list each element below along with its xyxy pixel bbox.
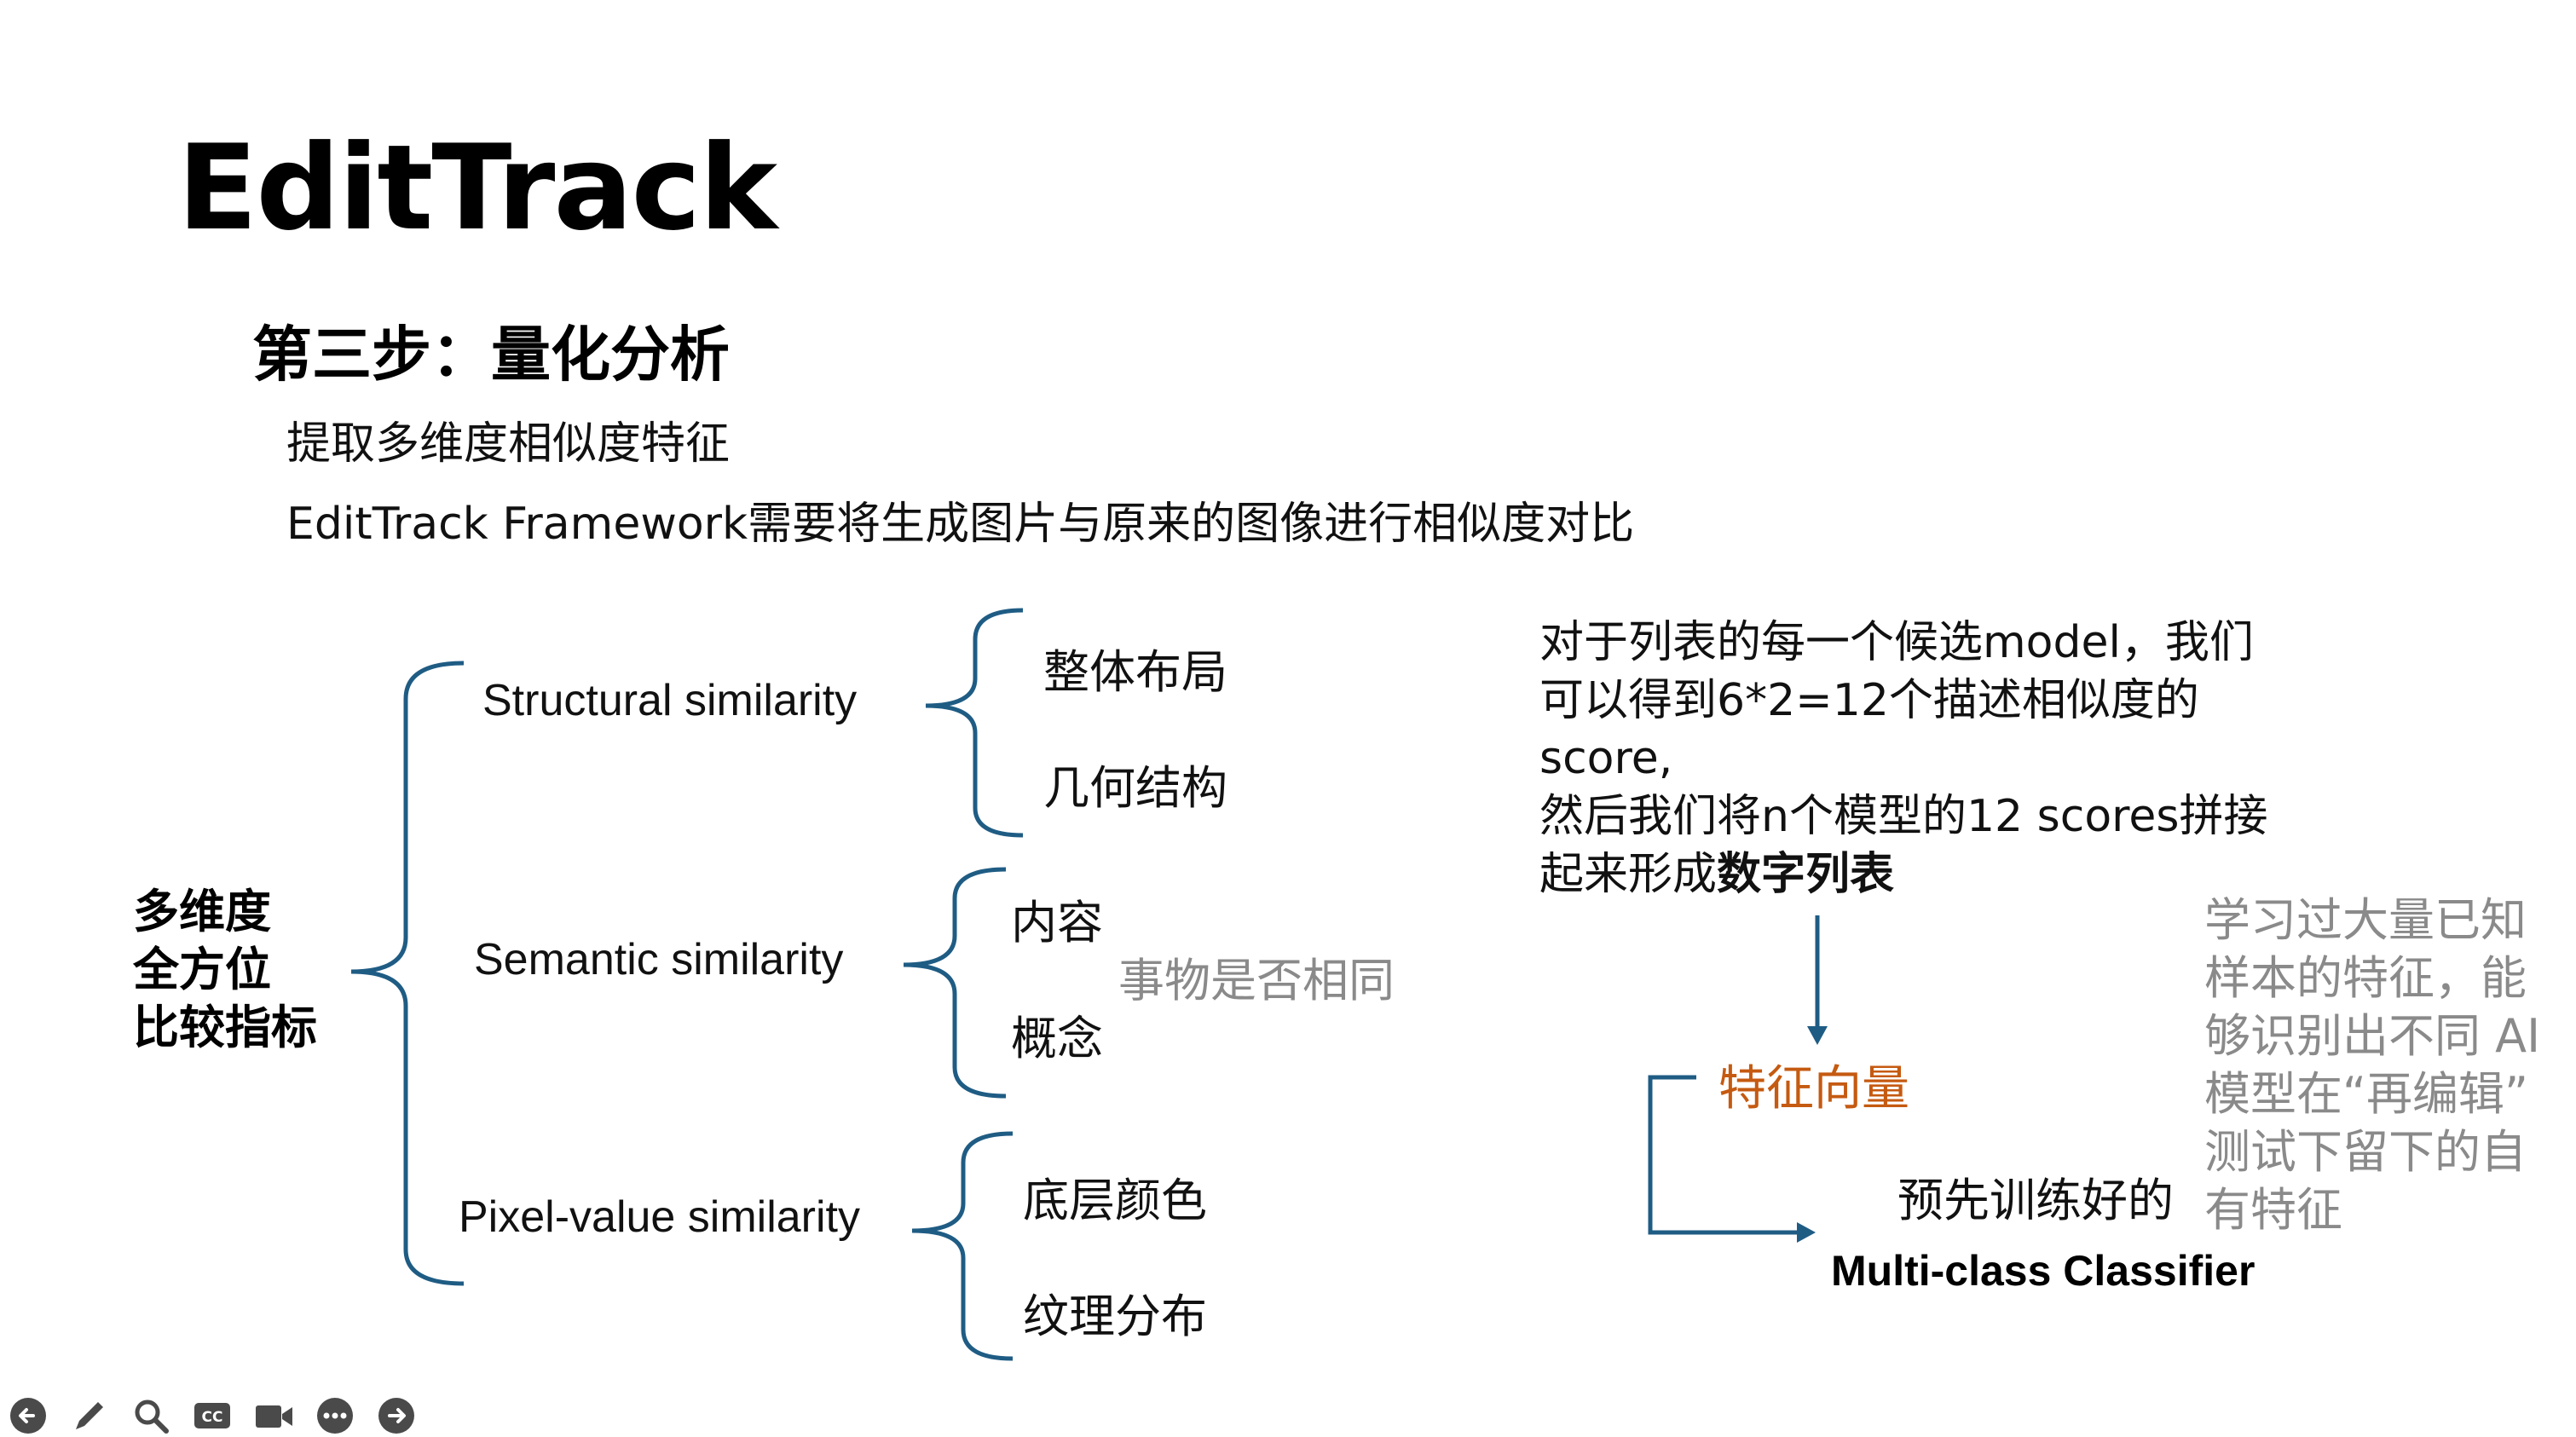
pretrained-label: 预先训练好的 <box>1897 1174 2174 1227</box>
zoom-icon[interactable] <box>130 1394 172 1437</box>
structural-bracket <box>925 608 1024 838</box>
side-note-line-6: 有特征 <box>2204 1183 2342 1237</box>
pen-icon[interactable] <box>68 1394 111 1437</box>
side-note-line-5: 测试下留下的自 <box>2204 1125 2527 1179</box>
captions-icon[interactable]: CC <box>191 1394 234 1437</box>
side-note-line-3: 够识别出不同 AI <box>2204 1009 2541 1063</box>
root-line-1: 多维度 <box>133 885 271 938</box>
description-line-5-prefix: 起来形成 <box>1539 849 1718 900</box>
subtitle-framework: EditTrack Framework需要将生成图片与原来的图像进行相似度对比 <box>286 499 1635 550</box>
leaf-texture: 纹理分布 <box>1023 1290 1207 1343</box>
description-line-5: 起来形成数字列表 <box>1539 845 2267 903</box>
side-note-line-1: 学习过大量已知 <box>2204 893 2527 947</box>
video-icon[interactable] <box>252 1394 295 1437</box>
semantic-bracket <box>903 867 1007 1099</box>
forward-arrow-icon[interactable] <box>375 1394 418 1437</box>
leaf-base-color: 底层颜色 <box>1023 1174 1207 1227</box>
presenter-toolbar: CC <box>7 1394 418 1437</box>
svg-text:CC: CC <box>202 1409 223 1426</box>
subtitle-features: 提取多维度相似度特征 <box>286 418 731 470</box>
leaf-geometry: 几何结构 <box>1043 761 1227 815</box>
branch-pixel: Pixel-value similarity <box>459 1192 860 1242</box>
leaf-concept: 概念 <box>1011 1012 1103 1065</box>
feature-vector-label: 特征向量 <box>1718 1061 1909 1117</box>
classifier-label: Multi-class Classifier <box>1831 1247 2255 1295</box>
elbow-arrow <box>1648 1075 1802 1235</box>
branch-semantic: Semantic similarity <box>474 935 844 984</box>
back-arrow-icon[interactable] <box>7 1394 49 1437</box>
description-line-4: 然后我们将n个模型的12 scores拼接 <box>1539 791 2268 842</box>
leaf-overall-layout: 整体布局 <box>1043 645 1227 699</box>
main-bracket <box>350 661 465 1286</box>
description-text: 对于列表的每一个候选model，我们 可以得到6*2=12个描述相似度的 sco… <box>1539 614 2267 903</box>
side-note-line-4: 模型在“再编辑” <box>2204 1067 2528 1121</box>
description-line-1: 对于列表的每一个候选model，我们 <box>1539 617 2254 668</box>
root-line-2: 全方位 <box>133 943 271 996</box>
pixel-bracket <box>911 1131 1014 1361</box>
step-heading: 第三步：量化分析 <box>252 320 730 390</box>
side-note: 学习过大量已知 样本的特征，能 够识别出不同 AI 模型在“再编辑” 测试下留下… <box>2204 892 2540 1239</box>
more-icon[interactable] <box>314 1394 356 1437</box>
branch-structural: Structural similarity <box>482 676 858 725</box>
root-label: 多维度 全方位 比较指标 <box>133 883 355 1057</box>
leaf-content: 内容 <box>1011 896 1103 949</box>
semantic-note: 事物是否相同 <box>1118 954 1395 1007</box>
root-line-3: 比较指标 <box>133 1001 317 1054</box>
description-line-2: 可以得到6*2=12个描述相似度的 <box>1539 675 2199 726</box>
numeric-list-emphasis: 数字列表 <box>1717 849 1895 900</box>
description-line-3: score, <box>1539 733 1673 784</box>
right-arrow-head <box>1797 1222 1816 1243</box>
down-arrow-head <box>1807 1026 1828 1045</box>
side-note-line-2: 样本的特征，能 <box>2204 951 2527 1005</box>
slide-title: EditTrack <box>177 119 777 257</box>
